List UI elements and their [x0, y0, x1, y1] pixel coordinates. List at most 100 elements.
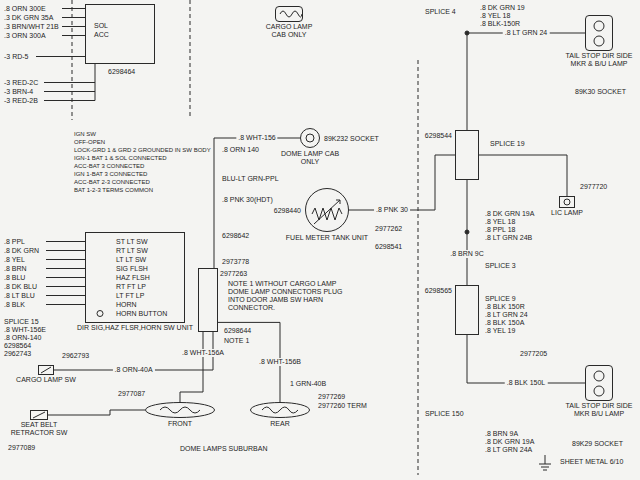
node-label: 6298565 [425, 286, 452, 295]
wire [46, 241, 85, 242]
wire [62, 8, 85, 9]
switch-position-note: IGN 1-BAT 3 CONNECTED [74, 170, 147, 178]
splice-label: SPLICE 19 [490, 140, 525, 148]
part-number: 2977087 [118, 390, 145, 398]
wire-label: .8 DK GRN 19A [485, 210, 534, 218]
wire [36, 56, 85, 57]
bulb-symbol [594, 36, 604, 46]
switch-position-note: LOCK-GRD 1 & GRD 2 GROUNDED IN SW BODY [74, 146, 211, 154]
node-label: SEAT BELT RETRACTOR SW [4, 421, 74, 437]
wire [467, 33, 585, 130]
wire-label: .8 YEL 19 [485, 327, 515, 335]
node-label: FUEL METER TANK UNIT [282, 234, 372, 242]
wire [62, 17, 85, 18]
wire-label: .8 LT BLU [4, 291, 35, 300]
wire [479, 155, 567, 196]
lamp-socket: 89K232 SOCKETDOME LAMP CAB ONLY [300, 128, 320, 148]
wire [46, 259, 85, 260]
part-number: 2977260 TERM [318, 401, 367, 410]
part-number: 2977205 [520, 350, 547, 358]
node-label: TAIL STOP DIR SIDE MKR & B/U LAMP [563, 52, 635, 68]
wire [46, 304, 85, 305]
wire-label: .8 BLK 150R [485, 303, 525, 311]
part-number: 2977262 [375, 220, 402, 238]
part-number: NOTE 1 [224, 336, 249, 346]
wire-label: -3 RD-5 [4, 52, 29, 61]
part-number: 2962793 [62, 352, 89, 360]
lamp: LIC LAMP [559, 196, 575, 208]
wire [44, 91, 95, 92]
dome-lamp: REAR [250, 402, 310, 418]
shape-outline [300, 128, 320, 148]
wire [46, 277, 85, 278]
switch-position-note: OFF-OPEN [74, 138, 105, 146]
wire-label: .8 BLK 150A [485, 319, 524, 327]
wire [48, 410, 145, 415]
filament-symbol [160, 407, 200, 413]
node-text: SIG FLSH [116, 264, 148, 273]
node-text: SOL [94, 21, 108, 30]
tail-lamp: TAIL STOP DIR SIDE MKR B/U LAMP [585, 365, 613, 401]
wire-label: .8 DK GRN 19A [485, 438, 534, 446]
wire-label: .3 BRN/WHT 21B [4, 22, 59, 31]
wire-label: -3 RED-2B [4, 96, 38, 105]
bulb-symbol [594, 21, 604, 31]
connector-block: 6298565 [455, 285, 479, 335]
wire-label: .8 PNK 30(HDT) [222, 196, 273, 204]
node-text: LT FT LP [116, 291, 144, 300]
wire [62, 26, 85, 27]
switch-position-note: BAT 1-2-3 TERMS COMMON [74, 186, 153, 194]
bulb-symbol [594, 386, 604, 396]
part-number: 89K29 SOCKET [572, 440, 623, 448]
wire [46, 295, 85, 296]
switch-blade [33, 412, 45, 418]
wire-label: .8 LT GRN 24A [485, 446, 532, 454]
fuel-meter: 6298440FUEL METER TANK UNIT [305, 188, 349, 232]
wire-label: .8 BRN 9A [485, 430, 518, 438]
wire-label: .8 BLK [4, 300, 25, 309]
part-number: 89K30 SOCKET [575, 88, 626, 96]
part-number: 6298541 [375, 238, 402, 256]
wire-label: 6298564 [4, 342, 31, 350]
wire [46, 286, 85, 287]
connector-block: 6298544 [455, 130, 479, 180]
wire-label: SPLICE 15 [4, 318, 39, 326]
splice-label: SPLICE 150 [425, 410, 464, 418]
node-text: RT FT LP [116, 282, 146, 291]
wire-label: .8 YEL 18 [485, 218, 515, 226]
node-label: CARGO LAMP CAB ONLY [259, 23, 319, 39]
wire-label: .8 BLK-150R [480, 20, 520, 28]
dome-lamp: FRONT [145, 402, 215, 418]
splice-label: SPLICE 3 [485, 262, 516, 270]
switch-position-note: ACC-BAT 3 CONNECTED [74, 162, 144, 170]
wire [46, 268, 85, 269]
switch-unit: ST LT SWRT LT SWLT LT SWSIG FLSHHAZ FLSH… [85, 232, 185, 323]
wire [44, 82, 95, 83]
node-label: DIR SIG,HAZ FLSR,HORN SW UNIT [70, 324, 200, 332]
ground-symbol [539, 455, 551, 470]
filament-symbol [280, 11, 302, 17]
wire-label: .8 YEL 18 [480, 12, 510, 20]
wire-label: .8 BRN 9C [448, 250, 485, 258]
lamp: CARGO LAMP CAB ONLY [275, 6, 303, 22]
switch-blade [41, 367, 51, 373]
note: NOTE 1 WITHOUT CARGO LAMP DOME LAMP CONN… [228, 280, 358, 312]
wire-label: .8 ORN-140 [4, 334, 41, 342]
wire [95, 64, 96, 101]
part-number: SHEET METAL 6/10 [560, 458, 623, 466]
node-text: RT LT SW [116, 246, 148, 255]
switch-position-note: ACC-BAT 2-3 CONNECTED [74, 178, 150, 186]
wire-label: -3 RED-2C [4, 78, 38, 87]
wire-label: .8 LT GRN 24B [485, 234, 532, 242]
node-text: HORN [116, 300, 137, 309]
tail-lamp: TAIL STOP DIR SIDE MKR & B/U LAMP [585, 15, 613, 51]
node-text: ACC [94, 30, 109, 39]
shape-outline [306, 189, 349, 232]
bulb-symbol [594, 371, 604, 381]
node-label: REAR [260, 420, 300, 428]
splice-label: SPLICE 4 [425, 8, 456, 16]
wire-label: .8 WHT-156 [236, 134, 277, 142]
node-text: LT LT SW [116, 255, 146, 264]
wire-label: .8 YEL [4, 255, 25, 264]
